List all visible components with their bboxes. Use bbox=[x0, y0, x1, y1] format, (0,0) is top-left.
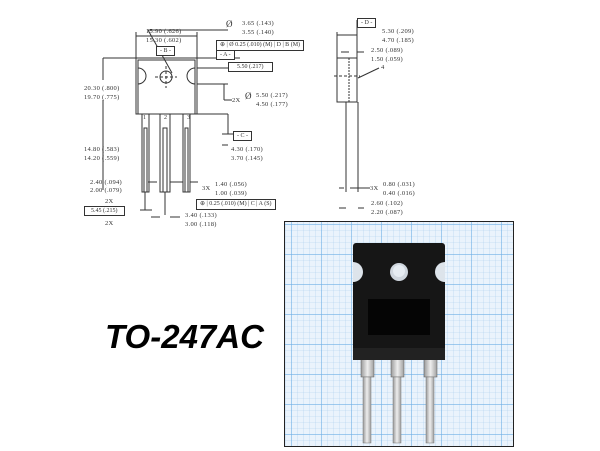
slot-dia-max: 5.50 (.217) bbox=[256, 92, 289, 99]
tab-thickness-max: 2.50 (.089) bbox=[371, 47, 404, 54]
pin-1-label: 1 bbox=[143, 115, 147, 121]
body-height-min: 19.70 (.775) bbox=[84, 94, 120, 101]
lead-width-wide-mult: 2X bbox=[105, 198, 114, 205]
lead-thickness-max: 0.80 (.031) bbox=[383, 181, 416, 188]
lead-offset-max: 2.60 (.102) bbox=[371, 200, 404, 207]
thickness-max: 5.30 (.209) bbox=[382, 28, 415, 35]
lead-width-narrow-min: 1.00 (.039) bbox=[215, 190, 248, 197]
center-lead-width-min: 3.00 (.118) bbox=[185, 221, 217, 228]
hole-offset-box: 5.50 (.217) bbox=[228, 62, 273, 72]
slot-diameter-icon: Ø bbox=[245, 91, 252, 101]
package-title: TO-247AC bbox=[105, 318, 264, 355]
datum-d: - D - bbox=[357, 18, 377, 28]
lead-pitch-box: 5.45 (.215) bbox=[84, 206, 125, 216]
lead-offset-min: 2.20 (.087) bbox=[371, 209, 404, 216]
datum-a: - A - bbox=[216, 50, 235, 60]
datum-c: - C - bbox=[233, 131, 252, 141]
thickness-min: 4.70 (.185) bbox=[382, 37, 415, 44]
grid-paper-photo bbox=[285, 222, 513, 446]
feature-control-frame-top: ⊕ | Ø 0.25 (.010) (M) | D | B (M) bbox=[216, 40, 305, 51]
hole-dia-max: 3.65 (.143) bbox=[242, 20, 275, 27]
pin-3-label: 3 bbox=[187, 115, 191, 121]
diameter-icon: Ø bbox=[229, 42, 234, 48]
slot-dia-min: 4.50 (.177) bbox=[256, 101, 289, 108]
position-icon: ⊕ bbox=[200, 201, 206, 207]
shoulder-min: 3.70 (.145) bbox=[231, 155, 264, 162]
lead-thickness-mult: 3X bbox=[370, 185, 379, 192]
hole-dia-min: 3.55 (.140) bbox=[242, 29, 275, 36]
component-body bbox=[353, 243, 445, 360]
lead-thickness-min: 0.40 (.016) bbox=[383, 190, 416, 197]
lead-width-narrow-max: 1.40 (.056) bbox=[215, 181, 248, 188]
body-height-max: 20.30 (.800) bbox=[84, 85, 120, 92]
feature-control-frame-bottom: ⊕ | 0.25 (.010) (M) | C | A (S) bbox=[196, 199, 276, 210]
diameter-symbol: Ø bbox=[226, 19, 233, 29]
body-width-min: 15.30 (.602) bbox=[146, 37, 182, 44]
lead-pitch-mult: 2X bbox=[105, 220, 114, 227]
lead-width-wide-max: 2.40 (.094) bbox=[90, 179, 123, 186]
body-width-max: 15.90 (.626) bbox=[146, 28, 182, 35]
slot-multiplier: 2X bbox=[232, 97, 241, 104]
position-icon: ⊕ bbox=[220, 42, 226, 48]
center-lead-width-max: 3.40 (.133) bbox=[185, 212, 218, 219]
tab-thickness-min: 1.50 (.059) bbox=[371, 56, 404, 63]
lead-width-wide-min: 2.00 (.079) bbox=[90, 187, 123, 194]
pin-2-label: 2 bbox=[164, 115, 168, 121]
lead-length-max: 14.80 (.583) bbox=[84, 146, 120, 153]
tab-label: 4 bbox=[381, 64, 385, 71]
lead-width-narrow-mult: 3X bbox=[202, 185, 211, 192]
datum-b: - B - bbox=[156, 46, 175, 56]
lead-length-min: 14.20 (.559) bbox=[84, 155, 120, 162]
shoulder-max: 4.30 (.170) bbox=[231, 146, 264, 153]
component-photo bbox=[284, 221, 514, 447]
